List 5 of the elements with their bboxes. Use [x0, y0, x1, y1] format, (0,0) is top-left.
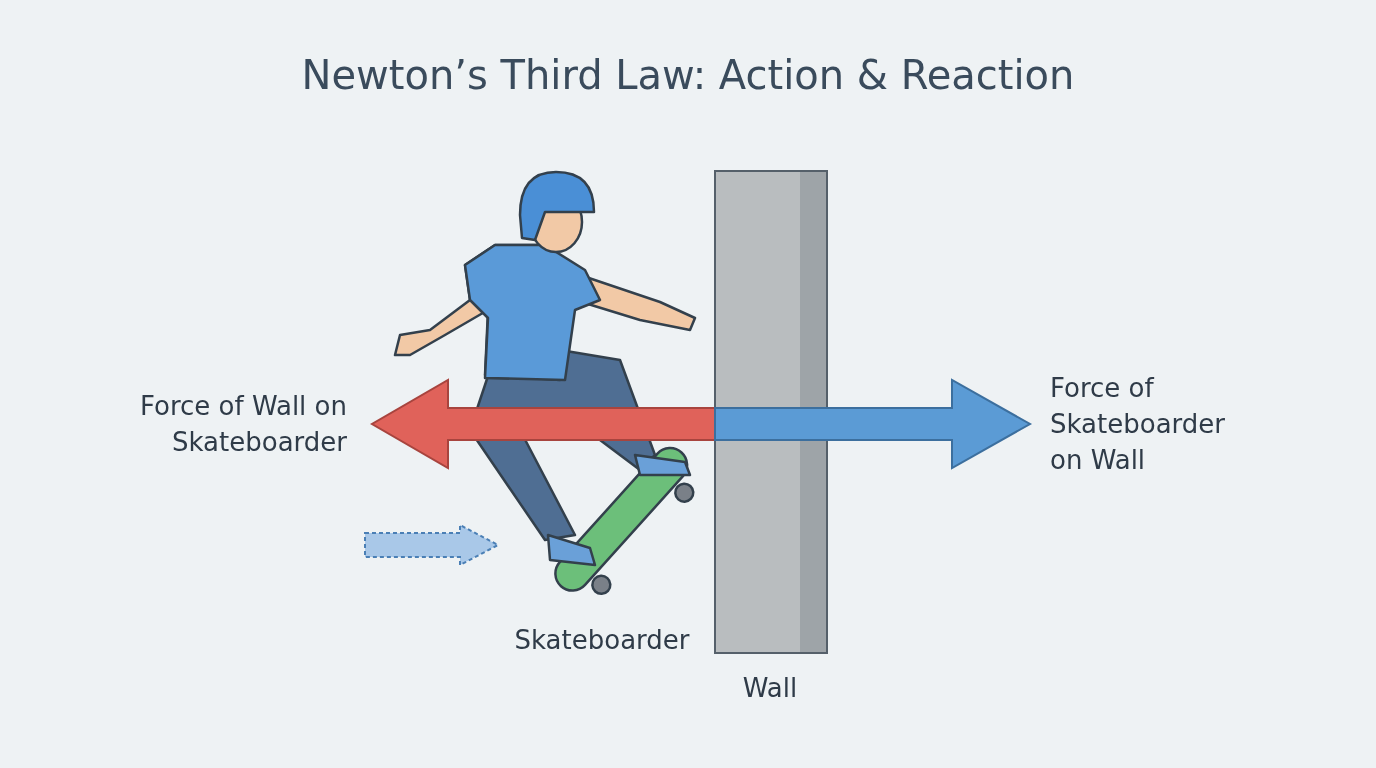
- force-label: Force of Wall on Skateboarder: [139, 390, 347, 459]
- object-label: Skateboarder: [513, 624, 691, 657]
- force-label: Force of Skateboarder on Wall: [1050, 372, 1226, 477]
- diagram-title: Newton’s Third Law: Action & Reaction: [300, 52, 1076, 98]
- object-label: Wall: [741, 672, 799, 705]
